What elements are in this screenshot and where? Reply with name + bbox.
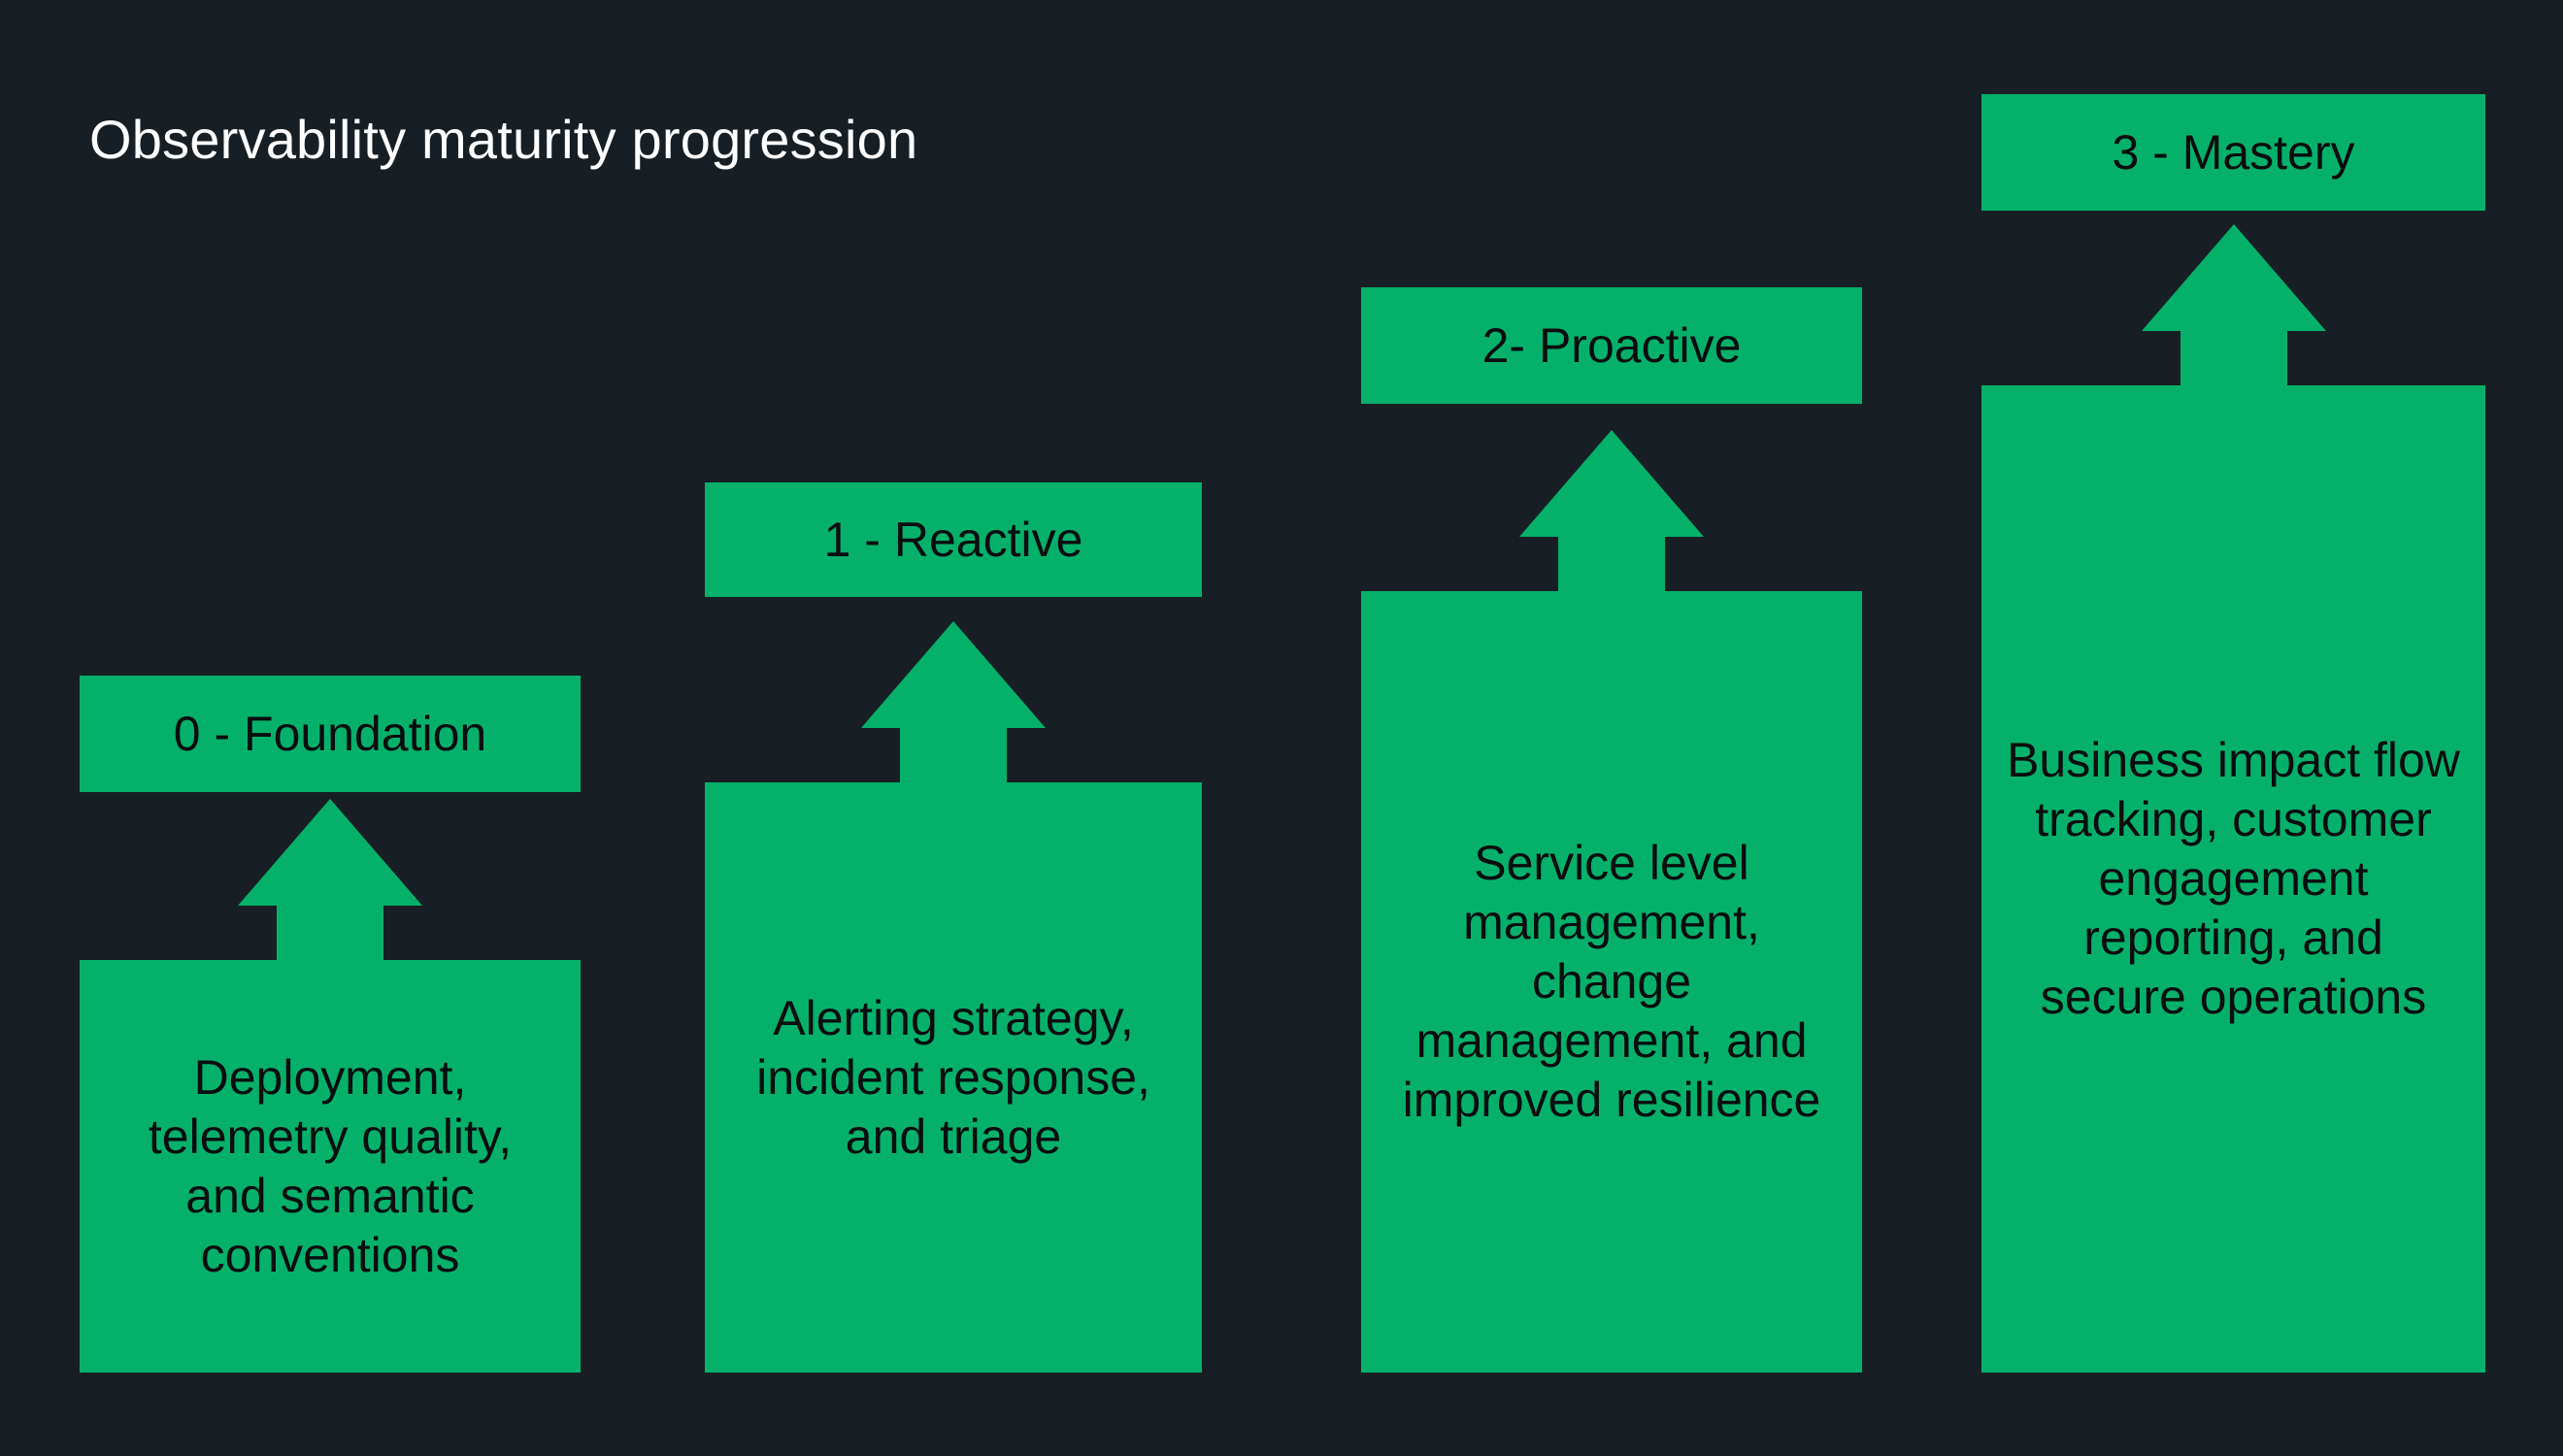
stage-0-label[interactable]: 0 - Foundation xyxy=(80,676,581,792)
stage-2-label[interactable]: 2- Proactive xyxy=(1361,287,1862,404)
stage-0-body: Deployment, telemetry quality, and seman… xyxy=(80,960,581,1373)
stage-2-body: Service level management, change managem… xyxy=(1361,591,1862,1373)
stage-1-label[interactable]: 1 - Reactive xyxy=(705,482,1202,597)
stage-3-body: Business impact flow tracking, customer … xyxy=(1981,385,2485,1373)
stage-2-body-text: Service level management, change managem… xyxy=(1402,836,1821,1127)
stage-1-body-text: Alerting strategy, incident response, an… xyxy=(756,990,1150,1164)
up-arrow-icon xyxy=(2141,224,2326,385)
up-arrow-icon xyxy=(861,621,1046,782)
stage-3-label[interactable]: 3 - Mastery xyxy=(1981,94,2485,211)
page-title: Observability maturity progression xyxy=(89,109,918,170)
up-arrow-icon xyxy=(1519,430,1704,591)
up-arrow-icon xyxy=(238,799,422,960)
stage-0-body-text: Deployment, telemetry quality, and seman… xyxy=(148,1049,513,1282)
stage-3-body-text: Business impact flow tracking, customer … xyxy=(2007,733,2460,1024)
stage-1-body: Alerting strategy, incident response, an… xyxy=(705,782,1202,1373)
